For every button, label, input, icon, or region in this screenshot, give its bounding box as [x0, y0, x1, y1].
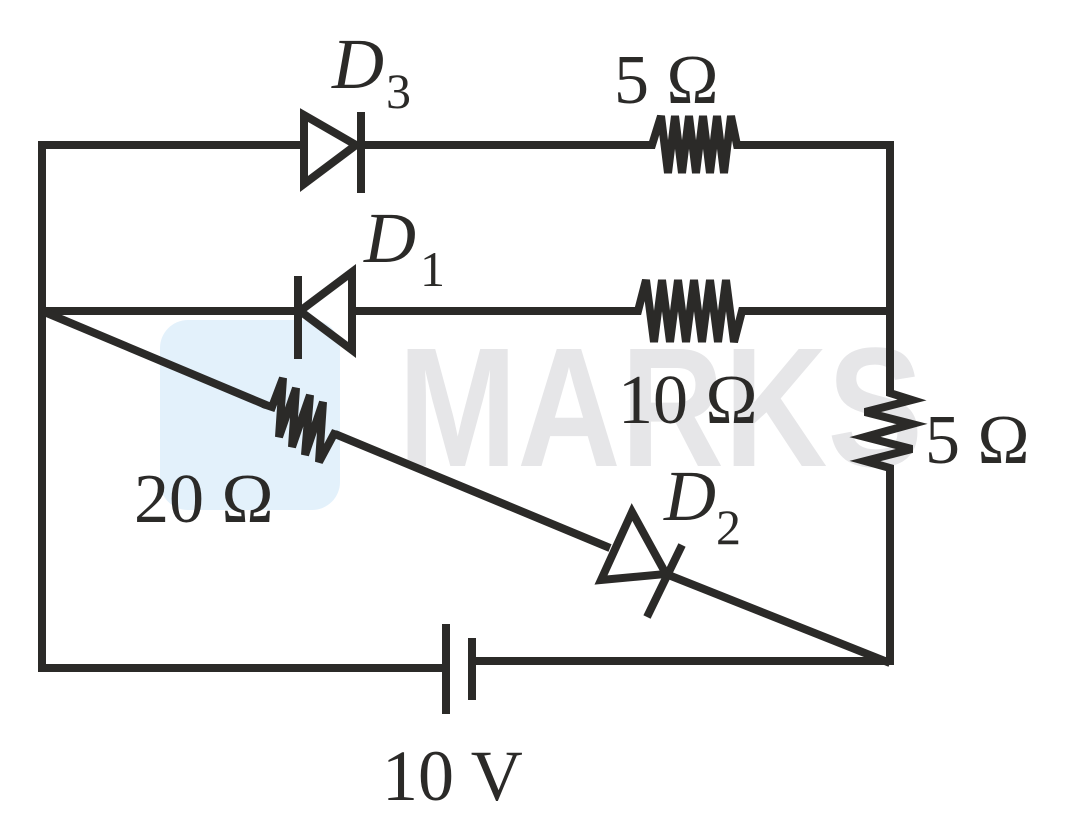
diode-d2-triangle — [594, 503, 673, 585]
label-r-top: 5 Ω — [614, 42, 719, 119]
watermark-text: MARKS — [398, 313, 923, 503]
watermark-logo — [160, 320, 340, 510]
wire-diag-upper — [40, 307, 268, 409]
label-d3: D3 — [331, 24, 411, 119]
battery — [442, 624, 476, 714]
label-r-mid: 10 Ω — [618, 362, 758, 439]
label-battery: 10 V — [382, 736, 523, 816]
resistor-diag — [261, 376, 339, 464]
label-d2: D2 — [663, 456, 741, 555]
diode-d2-bar — [643, 543, 686, 619]
resistor-right — [849, 385, 928, 664]
label-d1: D1 — [363, 198, 445, 297]
watermark: MARKS — [160, 313, 923, 510]
diode-d3 — [300, 108, 365, 193]
diode-d3-triangle — [300, 108, 364, 192]
label-r-right: 5 Ω — [925, 402, 1030, 479]
label-r-diag: 20 Ω — [134, 461, 274, 538]
diode-d2 — [594, 503, 686, 619]
wire-diag-mid — [333, 430, 612, 552]
wire-diag-lower — [664, 570, 892, 667]
resistor-top — [646, 114, 894, 174]
resistor-mid — [352, 279, 890, 343]
